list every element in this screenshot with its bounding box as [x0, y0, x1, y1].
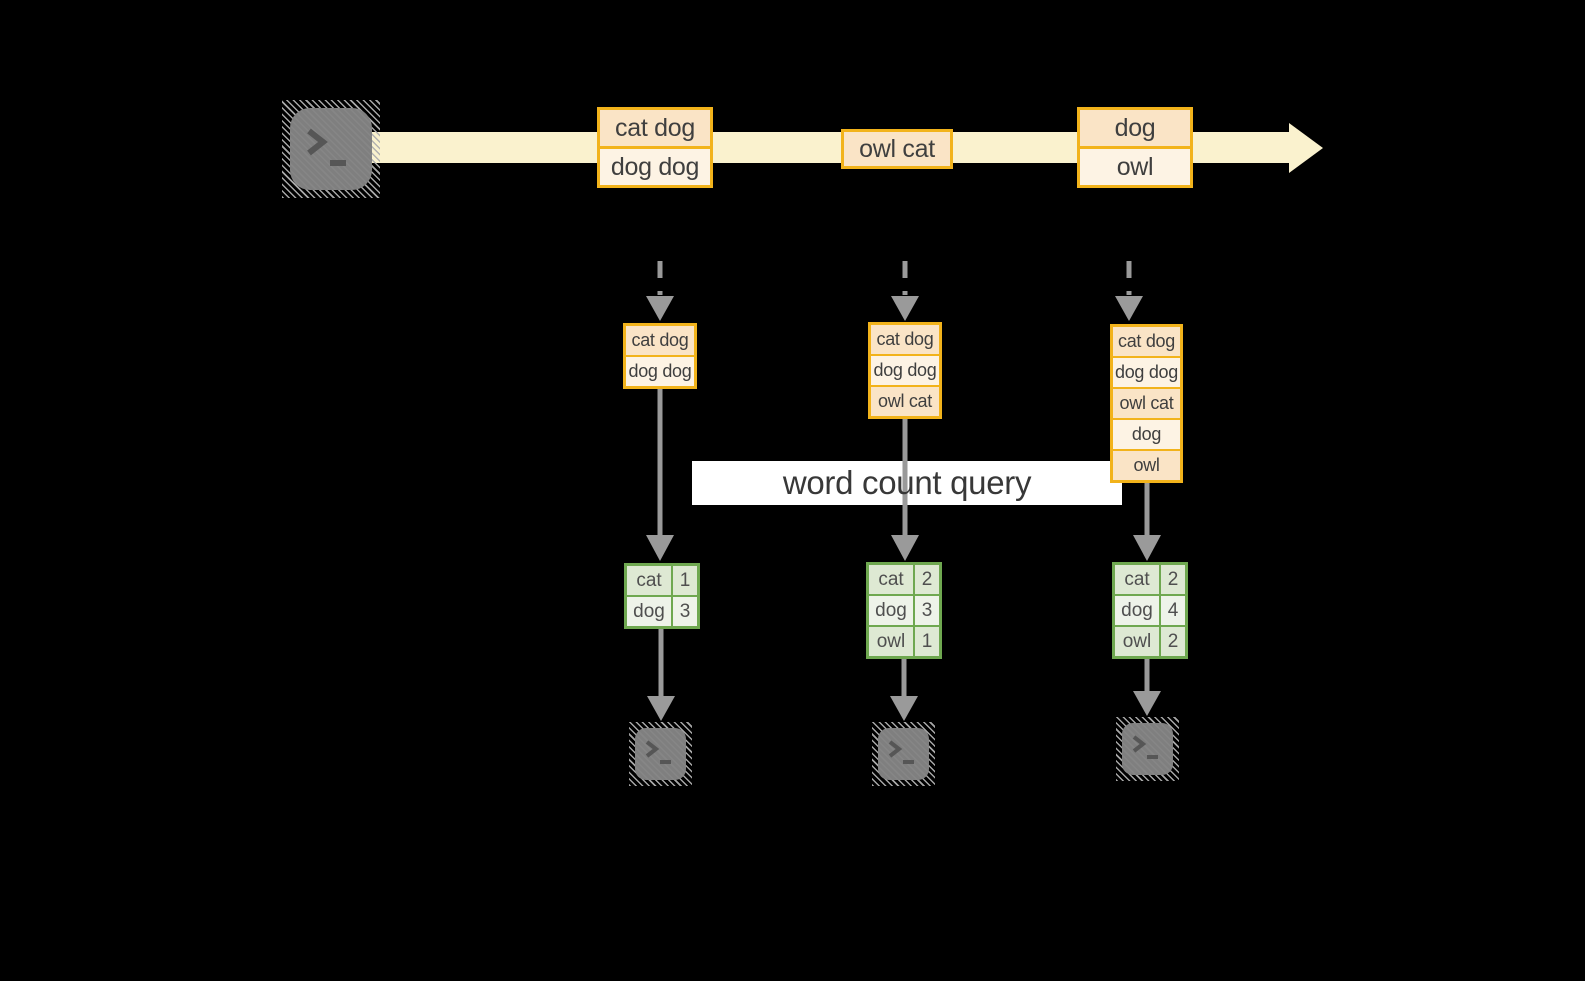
- count-cell: 1: [915, 627, 939, 656]
- table-row: cat 1: [627, 566, 697, 595]
- wordcount-table-2: cat 2 dog 3 owl 1: [866, 562, 942, 659]
- buffer-item: owl cat: [871, 387, 939, 416]
- terminal-sink-icon-3: [1116, 717, 1179, 781]
- buffer-item: cat dog: [626, 326, 694, 355]
- batch-dashed-arrow-2: [891, 261, 919, 321]
- table-row: cat 2: [1115, 565, 1185, 594]
- query-arrow-1: [646, 388, 674, 561]
- buffer-item: dog dog: [871, 356, 939, 385]
- table-row: dog 3: [869, 596, 939, 625]
- terminal-prompt-icon: [645, 740, 671, 764]
- buffer-item: cat dog: [1113, 327, 1180, 356]
- buffer-item: cat dog: [871, 325, 939, 354]
- table-row: cat 2: [869, 565, 939, 594]
- stream-message: cat dog: [600, 110, 710, 146]
- count-cell: 2: [1161, 565, 1185, 594]
- stream-batch-2: owl cat: [841, 129, 953, 169]
- buffer-item: owl cat: [1113, 389, 1180, 418]
- buffer-item: dog dog: [1113, 358, 1180, 387]
- wordcount-table-1: cat 1 dog 3: [624, 563, 700, 629]
- terminal-screen: [290, 108, 372, 190]
- count-cell: 3: [673, 597, 697, 626]
- buffer-list-1: cat dog dog dog: [623, 323, 697, 389]
- word-cell: dog: [1115, 596, 1159, 625]
- word-cell: cat: [1115, 565, 1159, 594]
- terminal-prompt-icon: [888, 740, 914, 764]
- word-cell: owl: [869, 627, 913, 656]
- count-cell: 2: [1161, 627, 1185, 656]
- stream-message: owl cat: [844, 132, 950, 166]
- buffer-item: dog dog: [626, 357, 694, 386]
- word-cell: dog: [869, 596, 913, 625]
- buffer-item: owl: [1113, 451, 1180, 480]
- count-cell: 1: [673, 566, 697, 595]
- word-cell: owl: [1115, 627, 1159, 656]
- terminal-screen: [635, 728, 686, 780]
- count-cell: 4: [1161, 596, 1185, 625]
- wordcount-table-3: cat 2 dog 4 owl 2: [1112, 562, 1188, 659]
- terminal-prompt-icon: [1132, 735, 1158, 759]
- stream-batch-3: dog owl: [1077, 107, 1193, 188]
- terminal-screen: [1122, 723, 1173, 775]
- table-row: dog 4: [1115, 596, 1185, 625]
- input-stream-arrowhead-icon: [1289, 123, 1323, 173]
- stream-message: dog: [1080, 110, 1190, 146]
- stream-message: dog dog: [600, 149, 710, 185]
- terminal-screen: [878, 728, 929, 780]
- terminal-prompt-icon: [307, 128, 346, 166]
- table-row: dog 3: [627, 597, 697, 626]
- word-cell: cat: [627, 566, 671, 595]
- result-arrow-1: [647, 628, 675, 721]
- stream-message: owl: [1080, 149, 1190, 185]
- table-row: owl 1: [869, 627, 939, 656]
- stream-batch-1: cat dog dog dog: [597, 107, 713, 188]
- buffer-item: dog: [1113, 420, 1180, 449]
- word-cell: dog: [627, 597, 671, 626]
- query-label: word count query: [782, 464, 1032, 501]
- terminal-source-icon: [282, 100, 380, 198]
- result-arrow-2: [890, 656, 918, 721]
- batch-dashed-arrow-1: [646, 261, 674, 321]
- buffer-list-3: cat dog dog dog owl cat dog owl: [1110, 324, 1183, 483]
- word-cell: cat: [869, 565, 913, 594]
- buffer-list-2: cat dog dog dog owl cat: [868, 322, 942, 419]
- table-row: owl 2: [1115, 627, 1185, 656]
- batch-dashed-arrow-3: [1115, 261, 1143, 321]
- terminal-sink-icon-1: [629, 722, 692, 786]
- count-cell: 3: [915, 596, 939, 625]
- terminal-sink-icon-2: [872, 722, 935, 786]
- result-arrow-3: [1133, 656, 1161, 716]
- query-arrow-3: [1133, 481, 1161, 561]
- count-cell: 2: [915, 565, 939, 594]
